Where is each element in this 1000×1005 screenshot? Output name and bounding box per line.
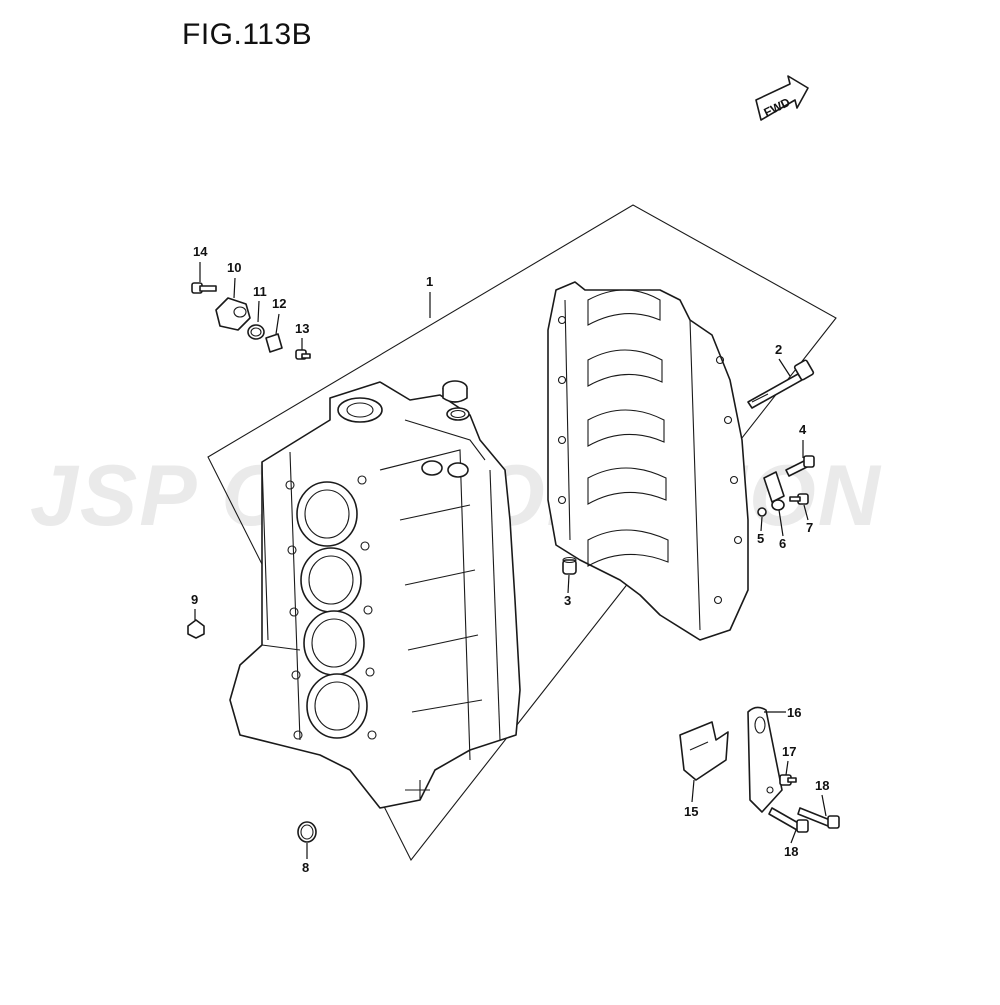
callout-10: 10 [227,260,241,275]
callout-7: 7 [806,520,813,535]
callout-12: 12 [272,296,286,311]
plug-9 [187,619,205,639]
callout-1: 1 [426,274,433,289]
crankcase [547,281,749,641]
bolt-7 [789,493,809,505]
bolt-18-lower [768,807,809,833]
callout-18-lower: 18 [784,844,798,859]
cylinder-block [229,381,521,809]
o-ring-5 [757,507,767,517]
bolt-13 [295,349,311,360]
callout-13: 13 [295,321,309,336]
bolt-14 [191,282,217,294]
callout-2: 2 [775,342,782,357]
callout-18-upper: 18 [815,778,829,793]
bolt-18-upper [797,807,840,829]
block-plug [442,380,470,421]
o-ring-11 [247,324,265,340]
callout-15: 15 [684,804,698,819]
callout-3: 3 [564,593,571,608]
figure-title: FIG.113B [182,18,313,51]
callout-14: 14 [193,244,208,259]
o-ring-8 [297,821,317,843]
bolt-4 [785,455,815,477]
bracket-15 [679,721,729,781]
fwd-arrow-icon: FWD [755,75,809,121]
collar-12 [265,333,283,353]
callout-8: 8 [302,860,309,875]
callout-17: 17 [782,744,796,759]
callout-6: 6 [779,536,786,551]
bolt-2 [747,359,815,409]
callout-16: 16 [787,705,801,720]
bolt-17 [779,774,797,786]
callout-11: 11 [253,284,267,299]
callout-4: 4 [799,422,807,437]
dowel-pin-3 [562,556,577,575]
plate-16 [747,706,783,813]
callout-5: 5 [757,531,764,546]
fitting-6 [763,471,785,511]
callout-9: 9 [191,592,198,607]
callouts: 14 10 11 12 13 1 2 4 5 6 7 3 9 [191,244,829,875]
cap-10 [215,297,251,331]
